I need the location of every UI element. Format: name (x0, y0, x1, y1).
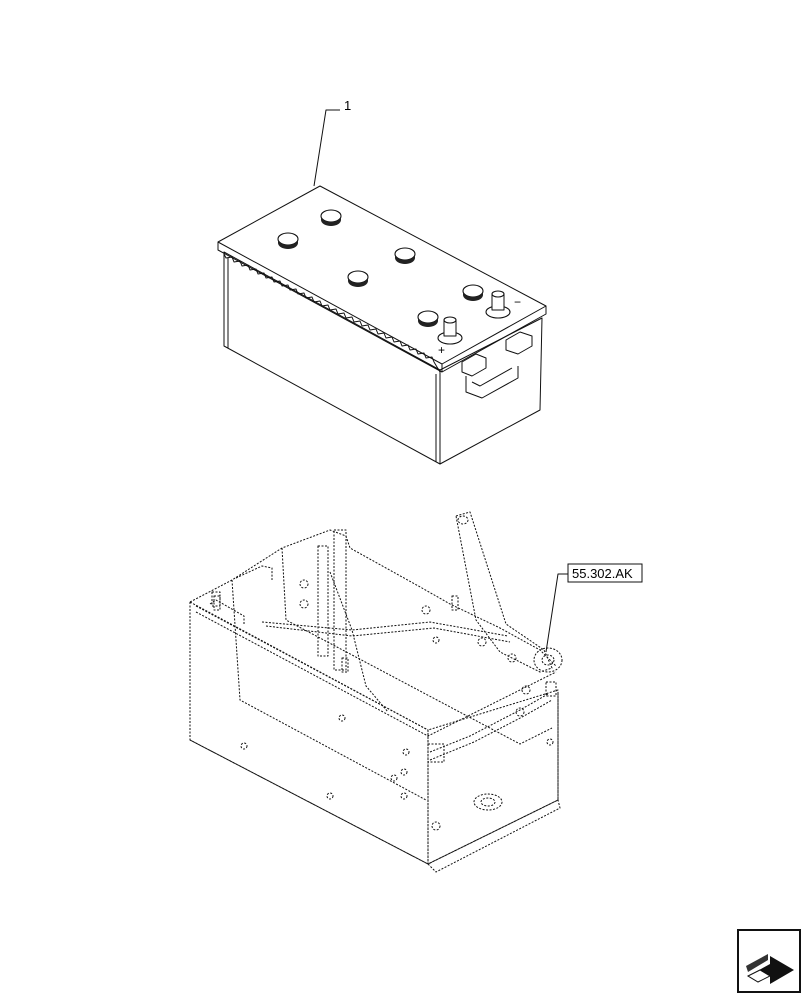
filler-cap (417, 310, 439, 327)
next-page-arrow-icon[interactable] (737, 929, 801, 993)
battery-terminal-positive (437, 316, 463, 345)
filler-cap (347, 270, 369, 287)
battery-tray: 55.302.AK (189, 511, 643, 873)
positive-mark: + (438, 343, 445, 357)
battery-handle (461, 331, 533, 399)
hold-down-rod (429, 693, 549, 753)
tray-cross-brace (261, 621, 509, 637)
callout-item-1: 1 (344, 98, 351, 113)
filler-cap (462, 284, 484, 301)
negative-mark: − (514, 295, 521, 309)
filler-cap (320, 209, 342, 226)
tray-drain-hole (473, 793, 503, 811)
tray-top-rail (189, 529, 557, 667)
callout-box-tray (567, 563, 643, 583)
filler-cap (394, 247, 416, 264)
callout-leader-1 (313, 109, 340, 187)
hold-down-strap (455, 511, 553, 673)
battery-terminal-negative (485, 290, 511, 319)
tray-right-wall (427, 689, 559, 865)
tray-left-wall (189, 601, 429, 865)
battery-lid-lip (223, 253, 441, 373)
callout-ref-55-302-ak[interactable]: 55.302.AK (572, 566, 633, 581)
callout-leader-tray (545, 573, 568, 653)
battery: + − 1 (217, 98, 547, 465)
filler-cap (277, 232, 299, 249)
